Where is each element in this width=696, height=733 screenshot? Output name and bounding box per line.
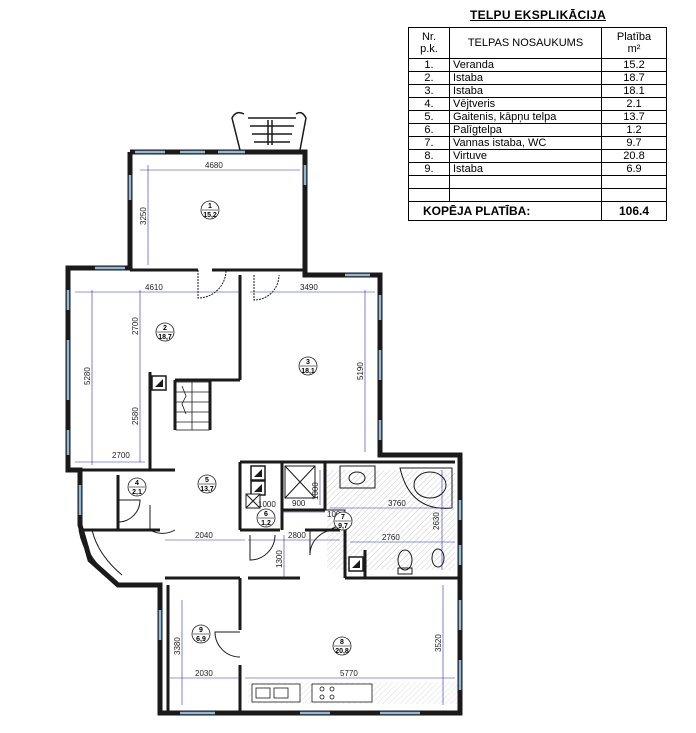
- room-tag-3: 318,1: [298, 356, 318, 376]
- room-tag-8: 820,8: [332, 636, 352, 656]
- room-tag-number: 1: [208, 203, 212, 210]
- table-empty-row: [408, 188, 667, 202]
- room-tag-area: 6,9: [196, 636, 206, 643]
- room-tag-1: 115,2: [200, 200, 220, 220]
- room-area-cell: 9.7: [601, 136, 667, 150]
- dim-3490: 3490: [300, 283, 318, 292]
- dim-3760: 3760: [388, 499, 406, 508]
- dim-2030: 2030: [195, 669, 213, 678]
- vent-shafts: [151, 375, 364, 572]
- room-tag-area: 15,2: [203, 212, 217, 219]
- dim-2580: 2580: [131, 407, 140, 425]
- dim-5190: 5190: [356, 362, 365, 380]
- total-label: KOPĒJA PLATĪBA:: [408, 201, 602, 221]
- room-tag-number: 5: [205, 477, 209, 484]
- exterior-walls: [65, 149, 463, 716]
- room-tag-area: 20,8: [335, 648, 349, 655]
- dim-1000-small: 1000: [258, 500, 276, 509]
- room-tag-6: 61,2: [256, 508, 276, 528]
- stairs: [175, 381, 210, 431]
- kitchen-counter: [251, 683, 373, 703]
- room-tag-number: 2: [163, 325, 167, 332]
- dimension-lines: [75, 165, 455, 705]
- entry-bay-wall: [78, 529, 119, 587]
- dim-2040: 2040: [195, 531, 213, 540]
- room-tag-5: 513,7: [197, 474, 217, 494]
- dim-3380: 3380: [173, 637, 182, 655]
- room-area-cell: 20.8: [601, 149, 667, 163]
- room-tag-number: 4: [135, 480, 139, 487]
- room-tag-number: 8: [340, 639, 344, 646]
- room-tag-number: 9: [199, 627, 203, 634]
- header-nr-line2: p.k.: [420, 43, 438, 55]
- windows: [66, 150, 462, 715]
- header-area-line2: m²: [627, 43, 641, 55]
- dim-5280: 5280: [83, 367, 92, 385]
- dim-1000-bath: 1000: [311, 482, 320, 500]
- room-tag-area: 18,7: [158, 334, 172, 341]
- table-title: TELPU EKSPLIKĀCIJA: [469, 8, 607, 22]
- room-area-cell: 18.1: [601, 84, 667, 98]
- dimension-labels: 4680 3250 4610 3490 2700 5280 2580 2700 …: [83, 161, 443, 678]
- dim-1300: 1300: [275, 550, 284, 568]
- dim-4610: 4610: [145, 283, 163, 292]
- header-nr-line1: Nr.: [421, 31, 437, 43]
- dim-4680: 4680: [205, 161, 223, 170]
- header-area-line1: Platība: [616, 31, 652, 43]
- dim-2800: 2800: [288, 531, 306, 540]
- room-tag-4: 42,1: [127, 477, 147, 497]
- room-tag-area: 9,7: [338, 523, 348, 530]
- room-tag-7: 79,7: [333, 511, 353, 531]
- dim-2630: 2630: [432, 512, 441, 530]
- room-tag-area: 2,1: [132, 489, 142, 496]
- room-tag-area: 1,2: [261, 520, 271, 527]
- room-tag-9: 96,9: [191, 624, 211, 644]
- porch-steps: [231, 111, 307, 151]
- room-tag-area: 18,1: [301, 368, 315, 375]
- room-tags: 115,2218,7318,142,1513,761,279,7820,896,…: [127, 200, 353, 656]
- dim-2760: 2760: [382, 533, 400, 542]
- room-area-cell: 15.2: [601, 58, 667, 72]
- interior-walls: [70, 268, 458, 713]
- table-total-row: KOPĒJA PLATĪBA: 106.4: [408, 201, 667, 221]
- room-tag-area: 13,7: [200, 486, 214, 493]
- dim-100: 100: [327, 510, 341, 519]
- room-tag-number: 3: [306, 359, 310, 366]
- doors: [117, 269, 346, 658]
- total-value: 106.4: [601, 201, 667, 221]
- dim-5770: 5770: [340, 669, 358, 678]
- room-tag-2: 218,7: [155, 322, 175, 342]
- room-tag-number: 6: [264, 511, 268, 518]
- entry-bay-inner-wall: [91, 529, 123, 576]
- dim-2700-horizontal: 2700: [112, 451, 130, 460]
- room-tag-number: 7: [341, 514, 345, 521]
- dim-2700-vertical: 2700: [131, 317, 140, 335]
- dim-3520: 3520: [434, 634, 443, 652]
- dim-900: 900: [292, 499, 306, 508]
- dim-3250: 3250: [139, 207, 148, 225]
